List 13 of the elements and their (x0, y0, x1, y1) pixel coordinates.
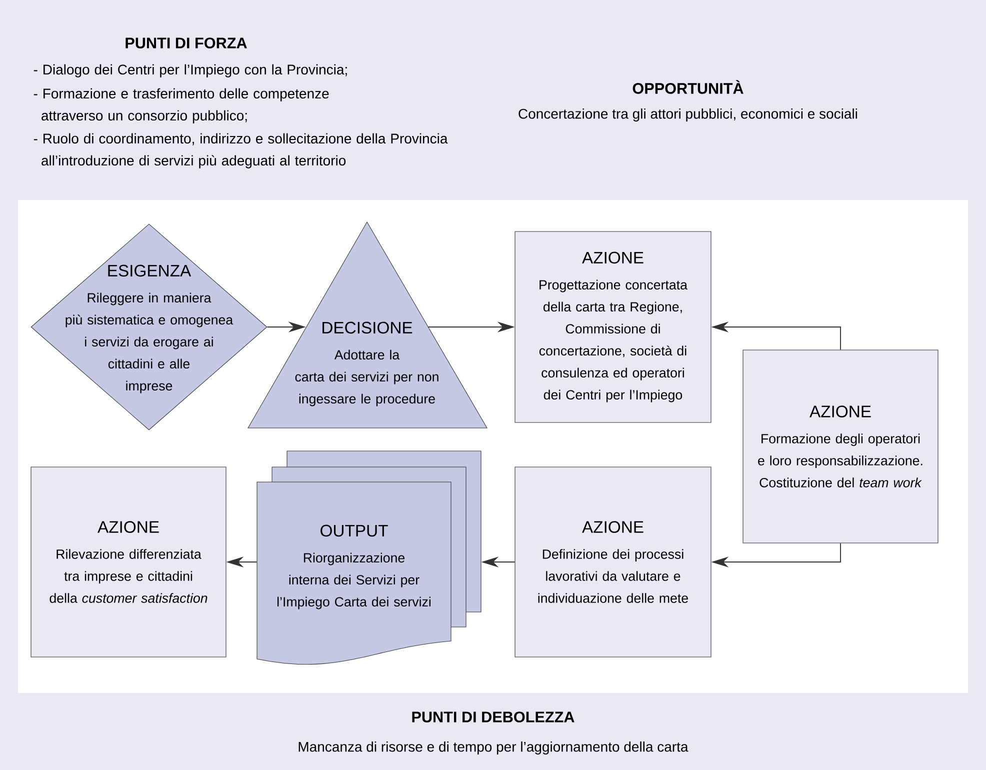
process-box: AZIONE Rilevazione differenziata tra imprese e cittadini della customer satisfaction (30, 466, 226, 658)
process-box: AZIONE Formazione degli operatori e loro responsabilizzazione. Costituzione del team work (742, 350, 938, 544)
document-stack: OUTPUT Riorganizzazione interna dei Servizi per l’Impiego Carta dei servizi (256, 450, 482, 665)
bullet-item: - Dialogo dei Centri per l’Impiego con la Provincia; (34, 64, 347, 78)
bullet-item: - Ruolo di coordinamento, indirizzo e sollecitazione della Provincia all’introduzione di servizi più adeguati al territorio (34, 133, 448, 168)
body-text: Mancanza di risorse e di tempo per l’aggiornamento della carta (298, 741, 688, 755)
process-box: AZIONE Definizione dei processi lavorativi da valutare e individuazione delle mete (514, 466, 712, 658)
bullet-item: - Formazione e trasferimento delle competenze attraverso un consorzio pubblico; (34, 88, 329, 124)
process-box: AZIONE Progettazione concertata della carta tra Regione, Commissione di concertazione, società di consulenza ed operatori dei Centri per l’Impiego (514, 231, 712, 423)
section-heading: OPPORTUNITÀ (632, 80, 744, 94)
section-heading: PUNTI DI FORZA (126, 38, 247, 48)
body-text: Concertazione tra gli attori pubblici, economici e sociali (518, 108, 858, 122)
section-heading: PUNTI DI DEBOLEZZA (412, 712, 574, 722)
